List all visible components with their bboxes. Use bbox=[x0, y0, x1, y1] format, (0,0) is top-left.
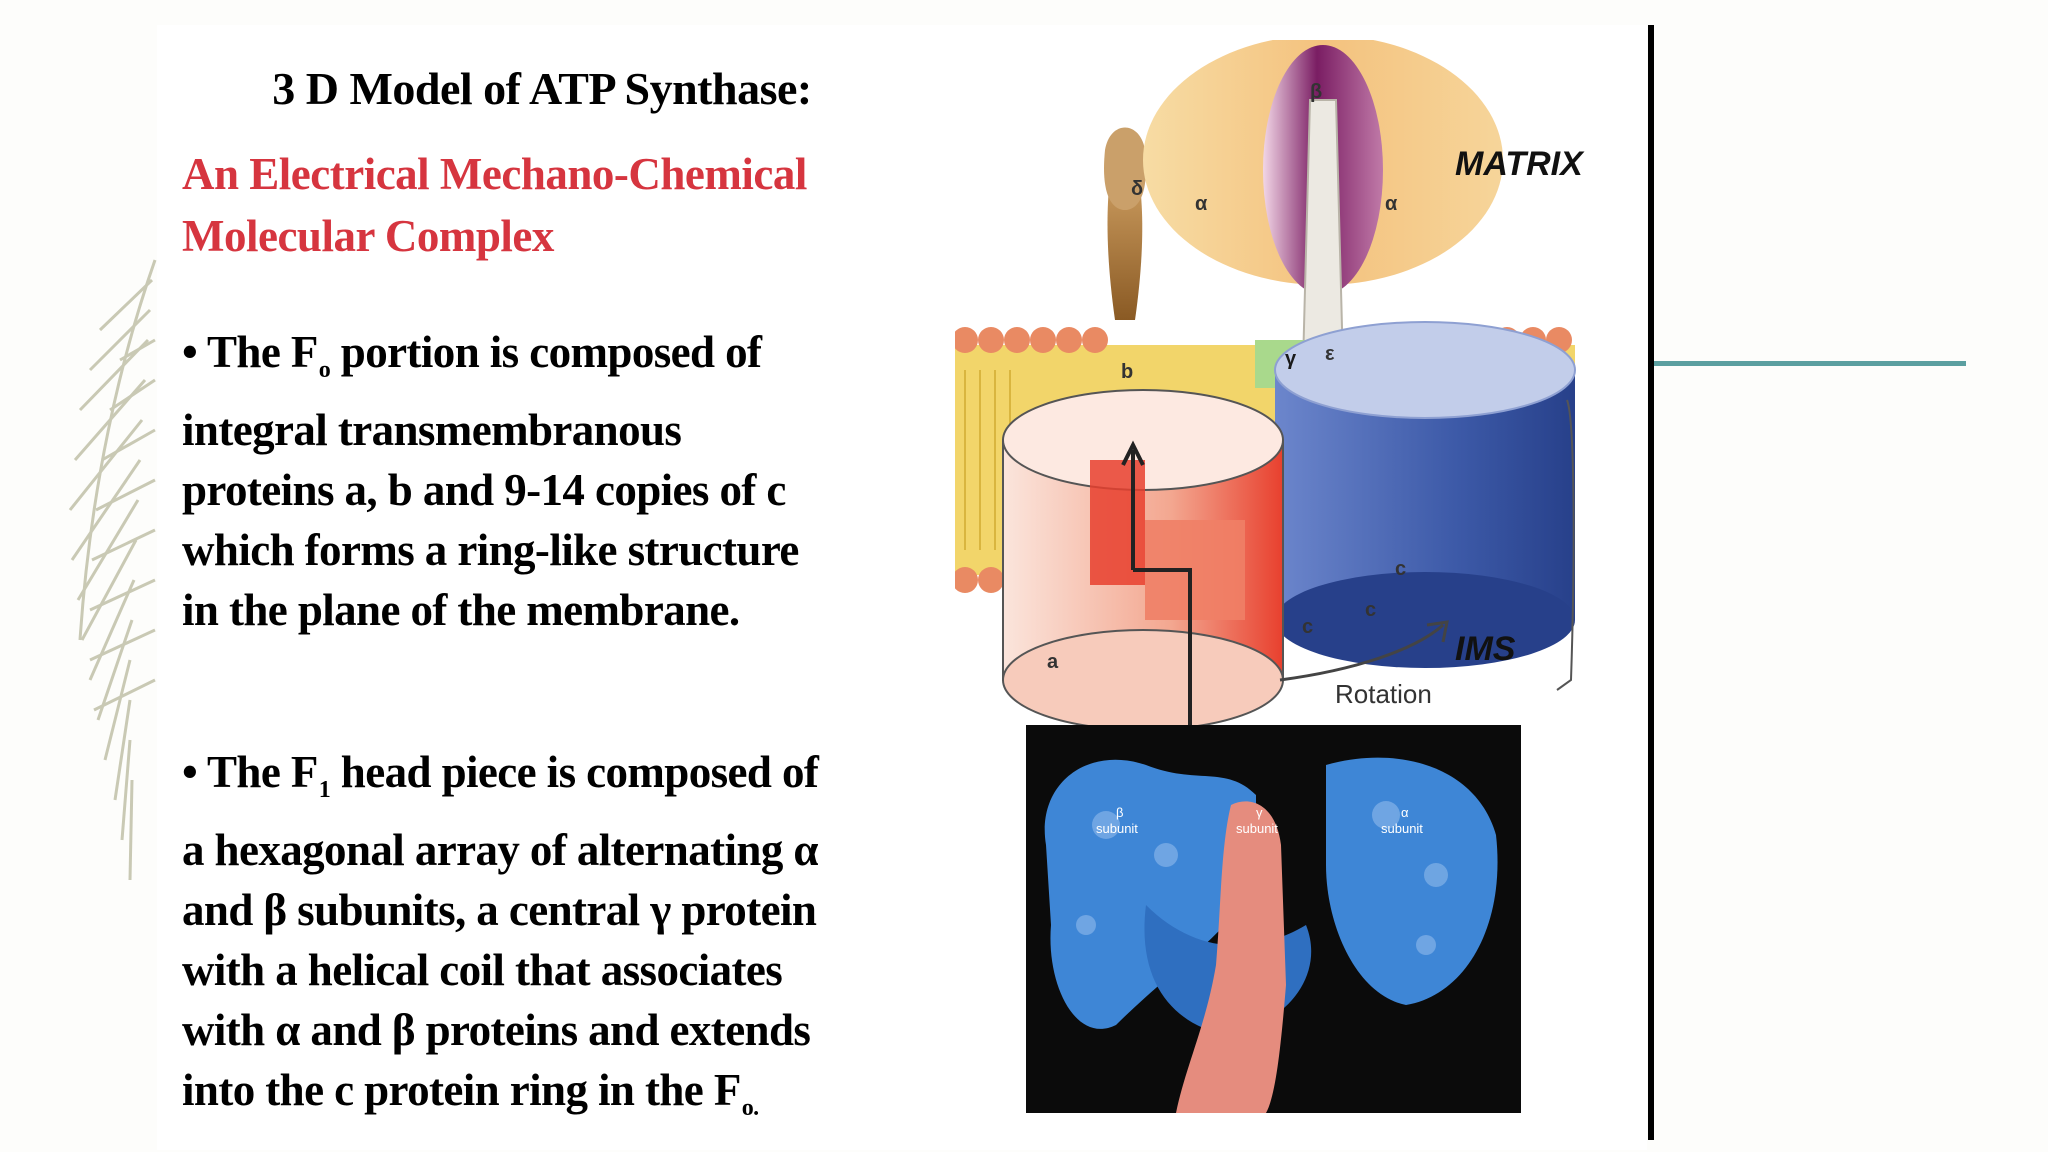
a-label: a bbox=[1047, 651, 1059, 673]
c-label-1: c bbox=[1302, 616, 1313, 638]
ims-label: IMS bbox=[1455, 630, 1516, 668]
fo-line-5: in the plane of the membrane. bbox=[182, 585, 740, 635]
epsilon-label: ε bbox=[1325, 343, 1335, 365]
vertical-divider bbox=[1648, 25, 1654, 1140]
f1-line-4: with a helical coil that associates bbox=[182, 945, 783, 995]
leaf-decoration bbox=[68, 259, 157, 881]
fo-paragraph: • The Fo portion is composed of integral… bbox=[182, 322, 799, 640]
gamma-subunit-marker: γ bbox=[1256, 805, 1263, 820]
fo-line-4: which forms a ring-like structure bbox=[182, 525, 799, 575]
b-label: b bbox=[1121, 361, 1133, 383]
fo-subscript: o bbox=[318, 357, 331, 383]
fo-line-1-post: portion is composed of bbox=[330, 327, 762, 377]
alpha-left-label: α bbox=[1195, 193, 1208, 215]
delta-label: δ bbox=[1131, 178, 1143, 200]
subtitle-line-2: Molecular Complex bbox=[182, 211, 554, 261]
subunit-text-center: subunit bbox=[1236, 821, 1278, 836]
slide-subtitle: An Electrical Mechano-Chemical Molecular… bbox=[182, 143, 942, 267]
atp-synthase-diagram: β α α δ γ ε b a c c c MATRIX IMS Rotatio… bbox=[955, 40, 1635, 760]
matrix-label: MATRIX bbox=[1455, 145, 1585, 183]
c-label-3: c bbox=[1395, 558, 1406, 580]
alpha-subunit-marker: α bbox=[1401, 805, 1409, 820]
accent-line bbox=[1654, 361, 1966, 366]
beta-subunit-marker: β bbox=[1116, 805, 1123, 820]
beta-label: β bbox=[1310, 81, 1322, 103]
slide-title: 3 D Model of ATP Synthase: bbox=[272, 63, 812, 114]
f1-crystal-structure-image: β γ α subunit subunit subunit bbox=[1026, 725, 1521, 1113]
f1-line-3: and β subunits, a central γ protein bbox=[182, 885, 817, 935]
f1-line-1-pre: • The F bbox=[182, 747, 318, 797]
f1-paragraph: • The F1 head piece is composed of a hex… bbox=[182, 742, 819, 1138]
f1-line-6-pre: into the c protein ring in the F bbox=[182, 1065, 741, 1115]
subunit-text-left: subunit bbox=[1096, 821, 1138, 836]
fo-line-1-pre: • The F bbox=[182, 327, 318, 377]
f1-line-2: a hexagonal array of alternating α bbox=[182, 825, 819, 875]
fo-line-2: integral transmembranous bbox=[182, 405, 682, 455]
gamma-label: γ bbox=[1285, 348, 1297, 370]
rotation-label: Rotation bbox=[1335, 679, 1432, 709]
subtitle-line-1: An Electrical Mechano-Chemical bbox=[182, 149, 807, 199]
f1-line-5: with α and β proteins and extends bbox=[182, 1005, 811, 1055]
f1-line-6-subscript: o. bbox=[741, 1095, 759, 1121]
subunit-text-right: subunit bbox=[1381, 821, 1423, 836]
f1-subscript: 1 bbox=[318, 777, 331, 803]
text-column: 3 D Model of ATP Synthase: An Electrical… bbox=[182, 62, 942, 1121]
fo-line-3: proteins a, b and 9-14 copies of c bbox=[182, 465, 786, 515]
alpha-right-label: α bbox=[1385, 193, 1398, 215]
f1-line-1-post: head piece is composed of bbox=[330, 747, 819, 797]
c-label-2: c bbox=[1365, 599, 1376, 621]
